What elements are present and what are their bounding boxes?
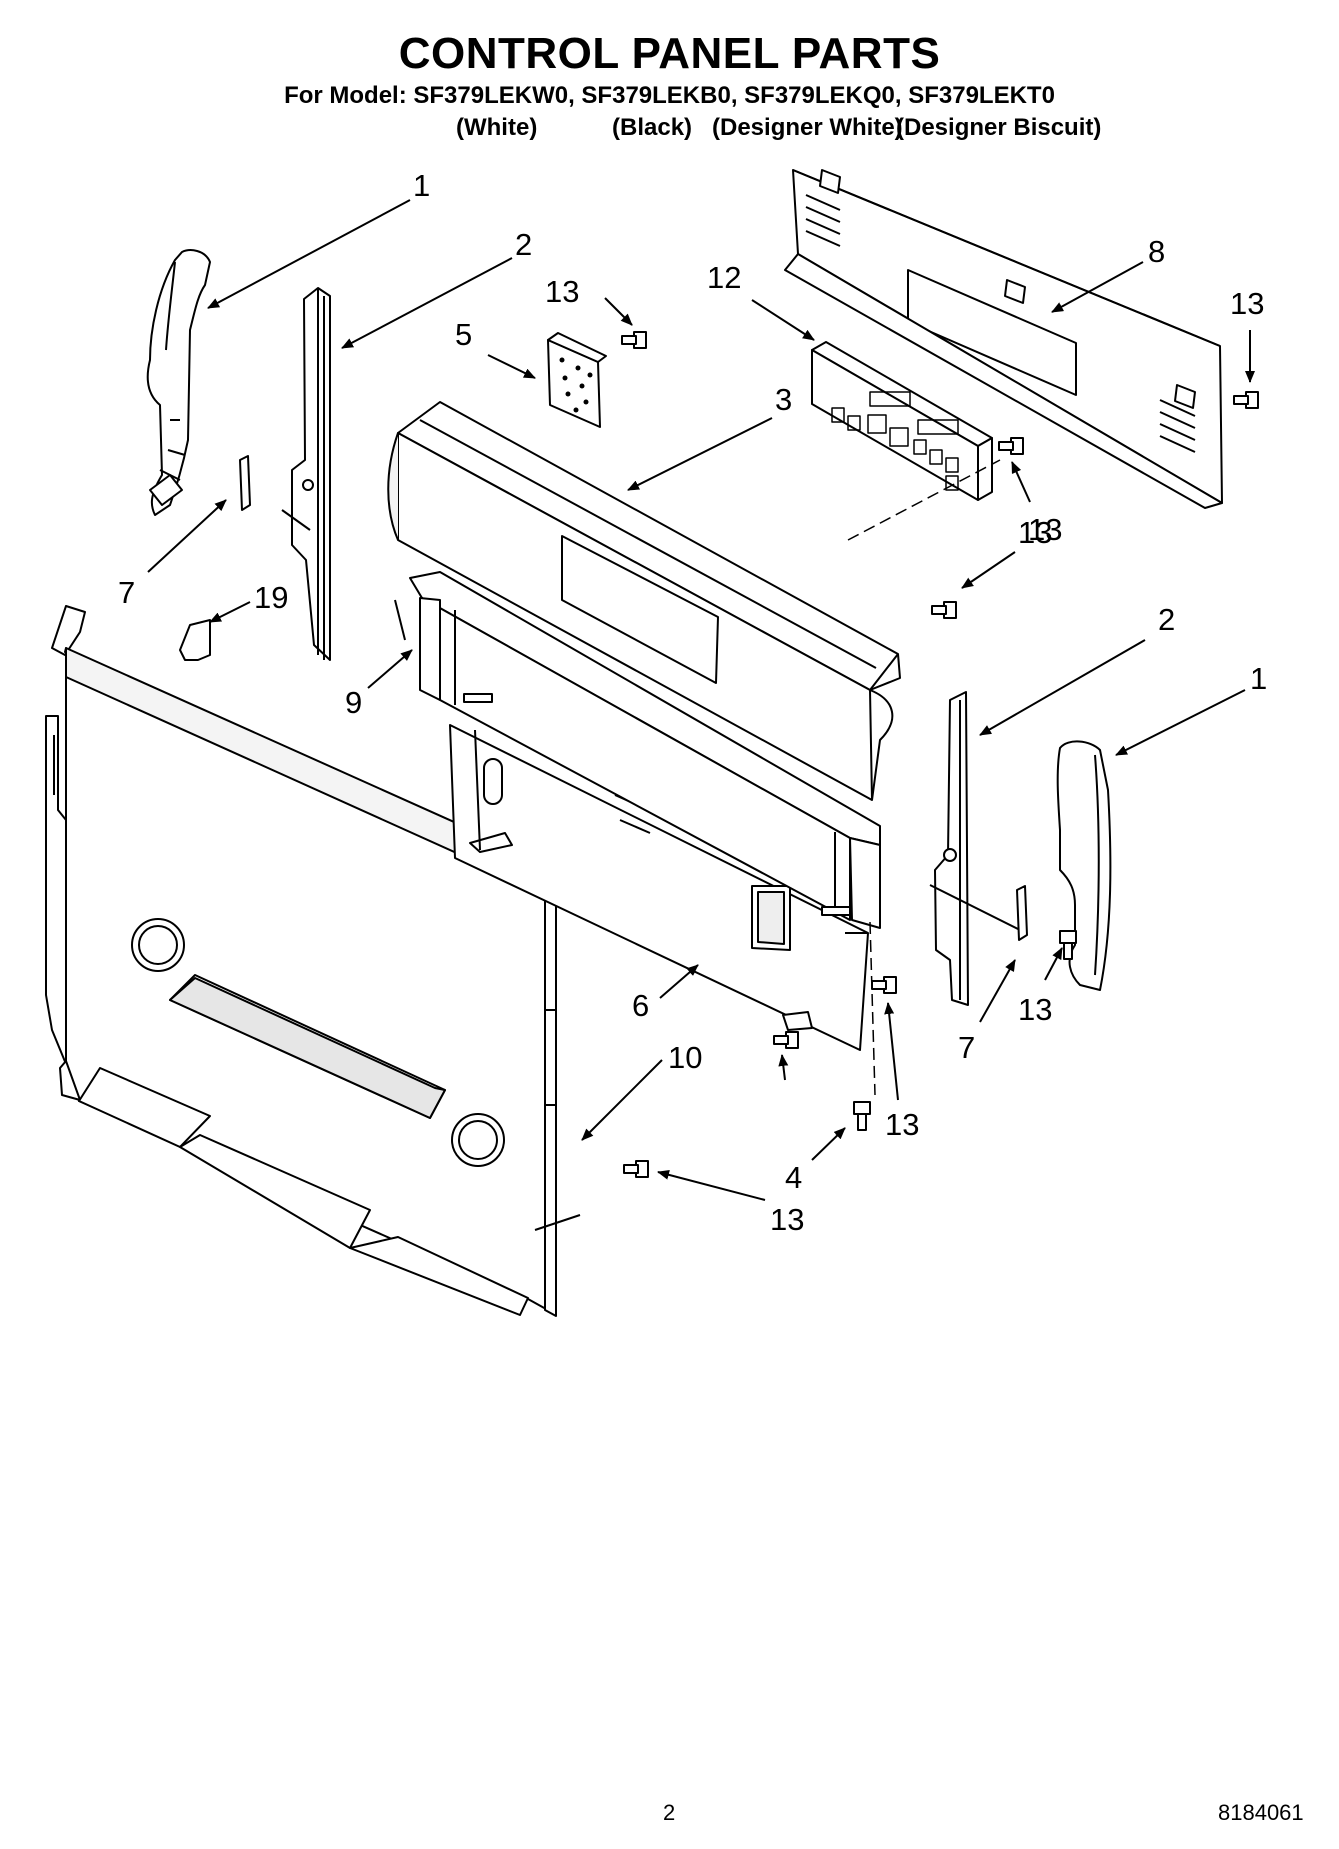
callout-13: 13	[1230, 286, 1264, 321]
assembly-lines	[847, 459, 1001, 1096]
model-list: For Model: SF379LEKW0, SF379LEKB0, SF379…	[284, 82, 1055, 109]
page-number: 2	[663, 1800, 676, 1825]
part-6-lower-panel	[449, 724, 869, 1051]
part-2-left-bracket	[281, 287, 331, 661]
callout-7: 7	[958, 1030, 975, 1065]
page-header: CONTROL PANEL PARTS For Model: SF379LEKW…	[0, 30, 1339, 110]
callout-3: 3	[775, 382, 792, 417]
callout-19: 19	[254, 580, 288, 615]
model-color-white: (White)	[456, 114, 538, 141]
callout-8: 8	[1148, 234, 1165, 269]
callout-9: 9	[345, 685, 362, 720]
screws	[621, 331, 1259, 1178]
model-color-designer-white: (Designer White)	[712, 114, 903, 141]
callout-13: 13	[770, 1202, 804, 1237]
callout-1: 1	[1250, 661, 1267, 696]
model-color-black: (Black)	[612, 114, 693, 141]
callout-13: 13	[885, 1107, 919, 1142]
callout-13: 13	[1018, 515, 1052, 550]
callout-4: 4	[785, 1160, 802, 1195]
callout-6: 6	[632, 988, 649, 1023]
part-9-channel-bracket	[394, 571, 881, 929]
callout-2: 2	[1158, 602, 1175, 637]
part-8-upper-bracket	[784, 169, 1223, 509]
callout-13: 13	[1018, 992, 1052, 1027]
callout-labels: 1 2 13 5 12 8 13 3 13 7 19 13 2 1 9 6 7 …	[118, 168, 1267, 1237]
part-3-console	[387, 401, 901, 801]
part-1-right-endcap	[1056, 740, 1112, 991]
document-number: 8184061	[1218, 1800, 1304, 1825]
callout-1: 1	[413, 168, 430, 203]
part-7-right-clip	[1016, 885, 1028, 941]
part-7-left-clip	[239, 455, 251, 511]
callout-12: 12	[707, 260, 741, 295]
part-12-control-overlay	[811, 341, 993, 501]
model-color-designer-biscuit: (Designer Biscuit)	[896, 114, 1102, 141]
callout-13: 13	[1028, 512, 1062, 547]
callout-2: 2	[515, 227, 532, 262]
part-10-rear-panel	[45, 605, 581, 1317]
callout-7: 7	[118, 575, 135, 610]
callout-10: 10	[668, 1040, 702, 1075]
callout-5: 5	[455, 317, 472, 352]
callout-13: 13	[545, 274, 579, 309]
part-19-clip	[179, 619, 211, 661]
leader-lines	[147, 199, 1255, 1201]
part-1-left-endcap	[146, 249, 211, 516]
part-5-plate	[547, 332, 607, 428]
page-title: CONTROL PANEL PARTS	[398, 29, 941, 78]
part-2-right-bracket	[929, 691, 1021, 1006]
